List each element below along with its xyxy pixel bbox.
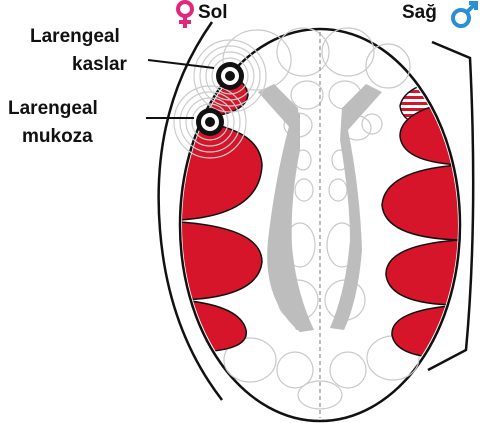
female-symbol-icon	[178, 2, 192, 28]
laryngeal-muscles-label-line1: Larengeal	[30, 26, 120, 48]
laryngeal-mucosa-label-line2: mukoza	[22, 126, 93, 148]
left-side-label: Sol	[198, 2, 228, 24]
laryngeal-mucosa-label-line1: Larengeal	[8, 98, 98, 120]
male-symbol-icon	[453, 3, 476, 26]
laryngeal-muscles-label-line2: kaslar	[72, 54, 127, 76]
muscle-target-icon	[216, 62, 244, 90]
right-side-label: Sağ	[402, 2, 437, 24]
mucosa-target-icon	[196, 108, 224, 136]
